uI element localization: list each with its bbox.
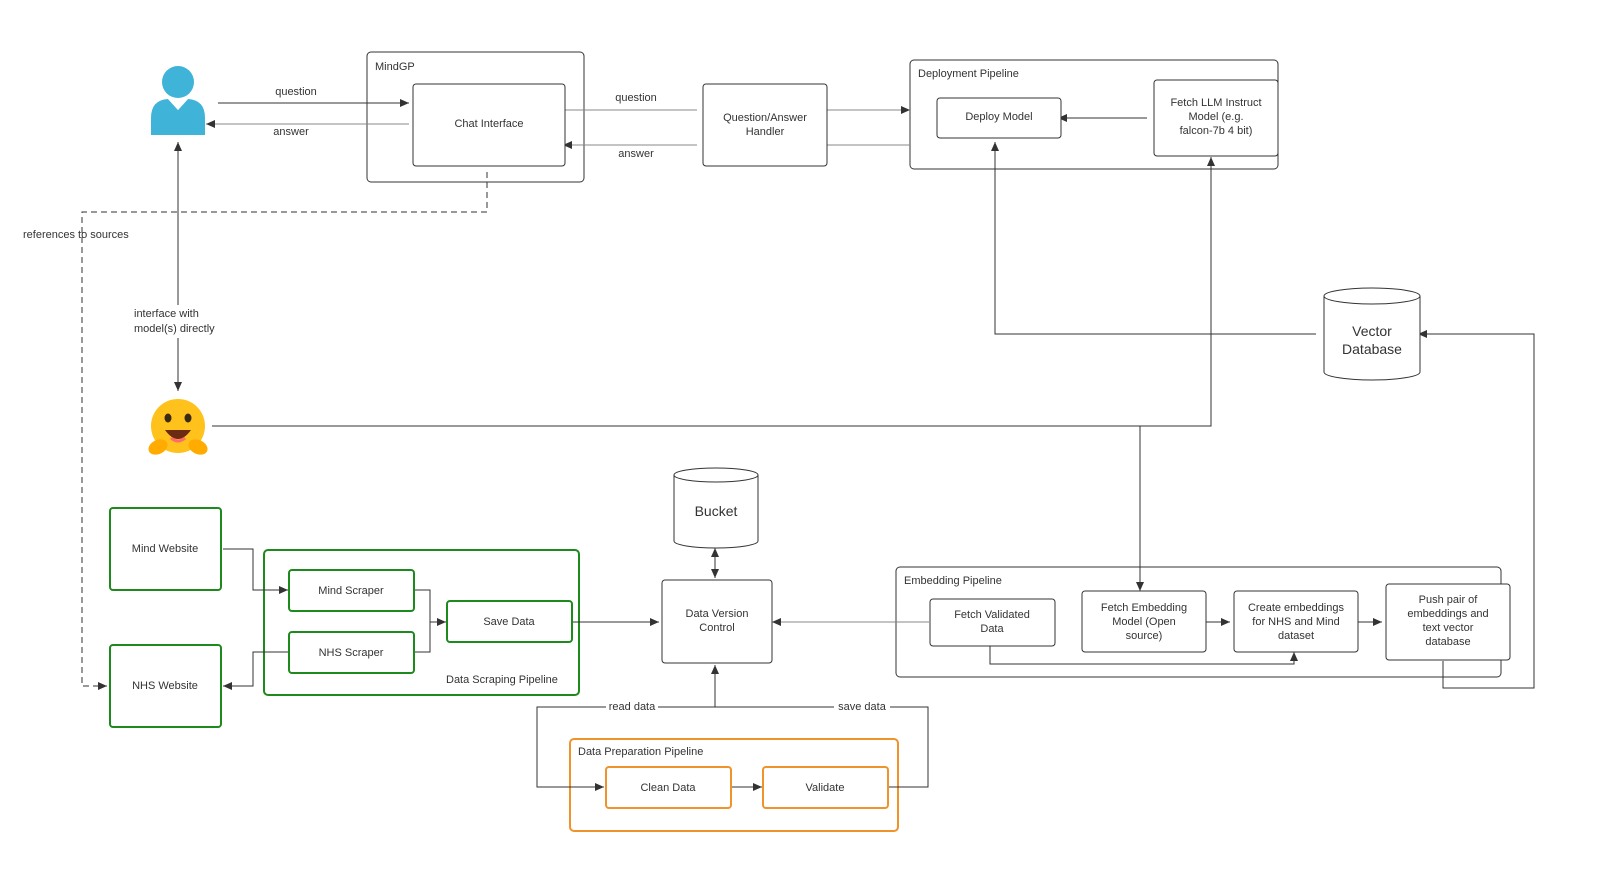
clean-data-node	[605, 766, 732, 809]
fetch-embedding-label-2: Model (Open	[1112, 616, 1176, 628]
edge-label-answer-handler: answer	[618, 148, 654, 160]
data-preparation-pipeline-label: Data Preparation Pipeline	[578, 746, 703, 758]
bucket-label: Bucket	[695, 503, 738, 519]
create-embeddings-label-1: Create embeddings	[1248, 602, 1345, 614]
fetch-validated-label-2: Data	[980, 623, 1004, 635]
fetch-llm-label-2: Model (e.g.	[1188, 111, 1243, 123]
data-version-control-label-2: Control	[699, 622, 734, 634]
edge-label-save-data: save data	[838, 701, 887, 713]
vector-database-node: Vector Database	[1323, 287, 1421, 381]
push-pair-label-1: Push pair of	[1419, 594, 1479, 606]
edge-label-question-user: question	[275, 86, 317, 98]
edge-label-interface-line-1: interface with	[134, 308, 199, 320]
fetch-embedding-model-node	[1081, 590, 1207, 653]
vector-database-label-2: Database	[1342, 341, 1402, 357]
data-scraping-pipeline-label: Data Scraping Pipeline	[446, 674, 558, 686]
mindgp-group	[366, 51, 585, 183]
hugging-face-emoji-icon	[148, 399, 208, 455]
data-version-control-node	[661, 579, 773, 664]
create-embeddings-node	[1233, 590, 1359, 653]
nhs-scraper-label: NHS Scraper	[319, 647, 384, 659]
edge-label-question-handler: question	[615, 92, 657, 104]
embedding-pipeline-label: Embedding Pipeline	[904, 575, 1002, 587]
fetch-validated-label-1: Fetch Validated	[954, 609, 1030, 621]
push-pair-node	[1385, 583, 1511, 661]
mindgp-label: MindGP	[375, 61, 415, 73]
fetch-llm-label-1: Fetch LLM Instruct	[1170, 97, 1261, 109]
validate-label: Validate	[806, 782, 845, 794]
chat-interface-label: Chat Interface	[454, 118, 523, 130]
mind-scraper-node	[288, 569, 415, 612]
fetch-embedding-label-1: Fetch Embedding	[1101, 602, 1187, 614]
fetch-llm-label-3: falcon-7b 4 bit)	[1180, 125, 1253, 137]
edge-label-read-data: read data	[609, 701, 656, 713]
qa-handler-label-1: Question/Answer	[723, 112, 807, 124]
mind-scraper-label: Mind Scraper	[318, 585, 384, 597]
save-data-label: Save Data	[483, 616, 535, 628]
push-pair-label-4: database	[1425, 636, 1470, 648]
fetch-llm-node	[1153, 79, 1279, 157]
nhs-website-label: NHS Website	[132, 680, 198, 692]
user-avatar-icon	[151, 66, 205, 135]
mind-website-node	[109, 507, 222, 591]
create-embeddings-label-3: dataset	[1278, 630, 1314, 642]
push-pair-label-2: embeddings and	[1407, 608, 1488, 620]
fetch-embedding-label-3: source)	[1126, 630, 1163, 642]
deploy-model-node	[936, 97, 1062, 139]
create-embeddings-label-2: for NHS and Mind	[1252, 616, 1339, 628]
data-version-control-label-1: Data Version	[686, 608, 749, 620]
fetch-validated-data-node	[929, 598, 1056, 647]
save-data-node	[446, 600, 573, 643]
validate-node	[762, 766, 889, 809]
nhs-website-node	[109, 644, 222, 728]
deploy-model-label: Deploy Model	[965, 111, 1032, 123]
chat-interface-node	[412, 83, 566, 167]
edge-label-references: references to sources	[23, 229, 129, 241]
vector-database-label-1: Vector	[1352, 323, 1392, 339]
deployment-pipeline-label: Deployment Pipeline	[918, 68, 1019, 80]
push-pair-label-3: text vector	[1423, 622, 1474, 634]
edge-label-interface-line-2: model(s) directly	[134, 323, 215, 335]
data-preparation-pipeline-group	[569, 738, 899, 832]
edge-label-answer-user: answer	[273, 126, 309, 138]
clean-data-label: Clean Data	[640, 782, 696, 794]
nhs-scraper-node	[288, 631, 415, 674]
qa-handler-node	[702, 83, 828, 167]
mind-website-label: Mind Website	[132, 543, 198, 555]
bucket-node: Bucket	[673, 467, 759, 549]
qa-handler-label-2: Handler	[746, 126, 785, 138]
